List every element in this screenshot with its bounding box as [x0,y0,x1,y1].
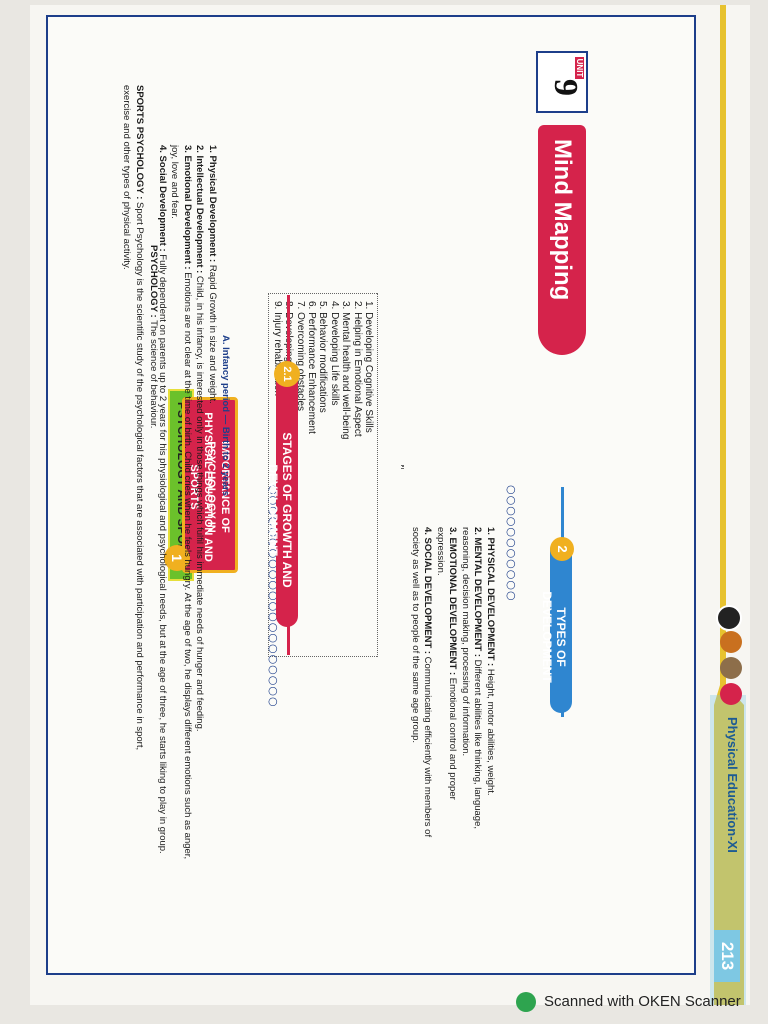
connector-dots: ○○○○○○○○○○○ [505,485,518,602]
list-item: 3. Emotional Development : Emotions are … [169,145,194,860]
section2-header: TYPES OF DEVELOPMENT [540,539,572,713]
page-number: 213 [714,930,740,982]
list-item: 4. Developing Life skills [328,301,340,406]
infancy-period-range: — Birth to 2 years [220,414,231,497]
sports-psychology-term: SPORTS PSYCHOLOGY : [134,85,145,200]
sports-psychology-definition: SPORTS PSYCHOLOGY : Sport Psychology is … [120,85,146,765]
unit-number: 9 [547,79,584,96]
header-bar [710,5,746,1005]
list-item: 5. Behavior modifications [317,301,329,413]
infancy-period-label: A. Infancy period [220,335,231,413]
rugby-ball-icon [720,657,742,679]
book-title: Physical Education-XI [725,717,740,853]
list-item: 1. Developing Cognitive Skills [363,301,374,433]
list-item: 2. MENTAL DEVELOPMENT : Different abilit… [460,527,484,830]
basketball-icon [720,631,742,653]
list-item: 4. SOCIAL DEVELOPMENT : Communicating ef… [410,527,434,838]
unit-label: UNIT [575,57,584,79]
section21-number: 2.1 [274,361,300,387]
list-item: 3. Mental health and well-being [340,301,352,440]
section2-title: TYPES OF DEVELOPMENT [540,591,568,683]
section2-list: 1. PHYSICAL DEVELOPMENT : Height, motor … [409,527,496,845]
section21-header: STAGES OF GROWTH AND DEVELOPMENT [266,365,298,627]
section21-list: 1. Physical Development : Rapid Growth i… [156,145,218,865]
list-item: 1. Physical Development : Rapid Growth i… [207,145,218,404]
section21-title: STAGES OF GROWTH AND DEVELOPMENT [266,432,294,588]
list-item: 2. Intellectual Development : Child, in … [194,145,206,732]
oken-scanner-logo-icon [516,992,536,1012]
scanner-watermark: Scanned with OKEN Scanner [544,993,741,1010]
mind-mapping-banner: Mind Mapping [538,125,586,355]
list-item: 2. Helping in Emotional Aspect [351,301,363,437]
list-item: 6. Performance Enhancement [305,301,317,434]
football-icon [716,605,742,631]
list-item: 1. PHYSICAL DEVELOPMENT : Height, motor … [485,527,496,796]
textbook-page: Physical Education-XI 213 UNIT 9 Mind Ma… [30,5,750,1005]
list-item: 4. Social Development : Fully dependent … [157,145,168,854]
volleyball-icon [720,683,742,705]
unit-badge: UNIT 9 [536,51,588,113]
infancy-period-line: A. Infancy period — Birth to 2 years [219,335,232,635]
section2-list-box [402,465,404,469]
section2-number: 2 [550,537,574,561]
list-item: 3. EMOTIONAL DEVELOPMENT : Emotional con… [435,527,459,800]
